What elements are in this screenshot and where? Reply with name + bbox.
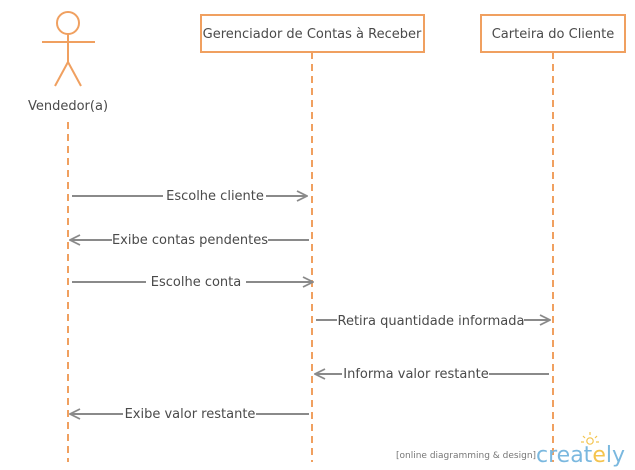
- stick-figure-icon: [42, 11, 95, 87]
- actor-label: Vendedor(a): [28, 99, 108, 114]
- brand-part: e: [592, 443, 606, 468]
- watermark: [online diagramming & design] creately: [396, 432, 625, 468]
- message-escolhe-cliente[interactable]: Escolhe cliente: [72, 189, 307, 204]
- watermark-brand: creately: [536, 443, 625, 468]
- participant-box-carteira[interactable]: Carteira do Cliente: [480, 14, 626, 53]
- message-retira-quantidade-informada[interactable]: Retira quantidade informada: [316, 314, 550, 329]
- message-label: Exibe valor restante: [125, 407, 256, 422]
- participant-box-gerenciador[interactable]: Gerenciador de Contas à Receber: [200, 14, 425, 53]
- brand-part: creat: [536, 443, 593, 468]
- message-escolhe-conta[interactable]: Escolhe conta: [72, 275, 313, 290]
- message-label: Exibe contas pendentes: [112, 233, 268, 248]
- brand-part: ly: [606, 443, 625, 468]
- message-label: Escolhe conta: [151, 275, 241, 290]
- participant-label: Carteira do Cliente: [492, 27, 615, 42]
- message-exibe-valor-restante[interactable]: Exibe valor restante: [70, 407, 309, 422]
- lightbulb-icon: [581, 432, 599, 445]
- watermark-tagline: [online diagramming & design]: [396, 451, 536, 461]
- message-label: Retira quantidade informada: [338, 314, 525, 329]
- actor[interactable]: Vendedor(a): [28, 11, 108, 114]
- message-label: Informa valor restante: [343, 367, 488, 382]
- message-label: Escolhe cliente: [166, 189, 264, 204]
- message-informa-valor-restante[interactable]: Informa valor restante: [315, 367, 549, 382]
- participant-label: Gerenciador de Contas à Receber: [203, 27, 422, 42]
- message-exibe-contas-pendentes[interactable]: Exibe contas pendentes: [70, 233, 309, 248]
